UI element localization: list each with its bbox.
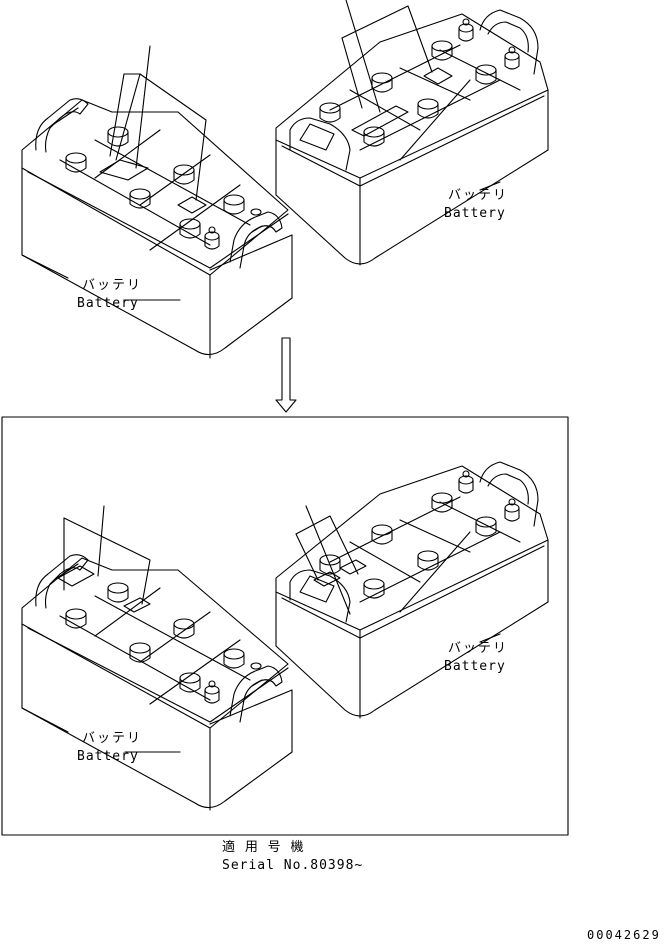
battery-jp-label-top-left: バッテリ	[82, 278, 143, 293]
battery-top-right	[275, 0, 549, 266]
battery-en-label-bottom-right: Battery	[444, 659, 506, 674]
battery-jp-label-bottom-left: バッテリ	[82, 731, 143, 746]
battery-bottom-right	[275, 461, 549, 719]
battery-en-label-bottom-left: Battery	[77, 749, 139, 764]
battery-top-left	[21, 45, 293, 359]
battery-en-label-top-right: Battery	[444, 206, 506, 221]
battery-jp-label-bottom-right: バッテリ	[448, 641, 509, 656]
serial-jp-label: 適 用 号 機	[222, 840, 305, 855]
drawing-number: 00042629	[587, 928, 661, 942]
battery-en-label-top-left: Battery	[77, 296, 139, 311]
battery-bottom-left	[21, 505, 293, 811]
battery-jp-label-top-right: バッテリ	[448, 188, 509, 203]
new-version-frame	[1, 416, 569, 836]
serial-number-label: Serial No.80398~	[222, 858, 364, 873]
change-arrow	[275, 337, 297, 413]
